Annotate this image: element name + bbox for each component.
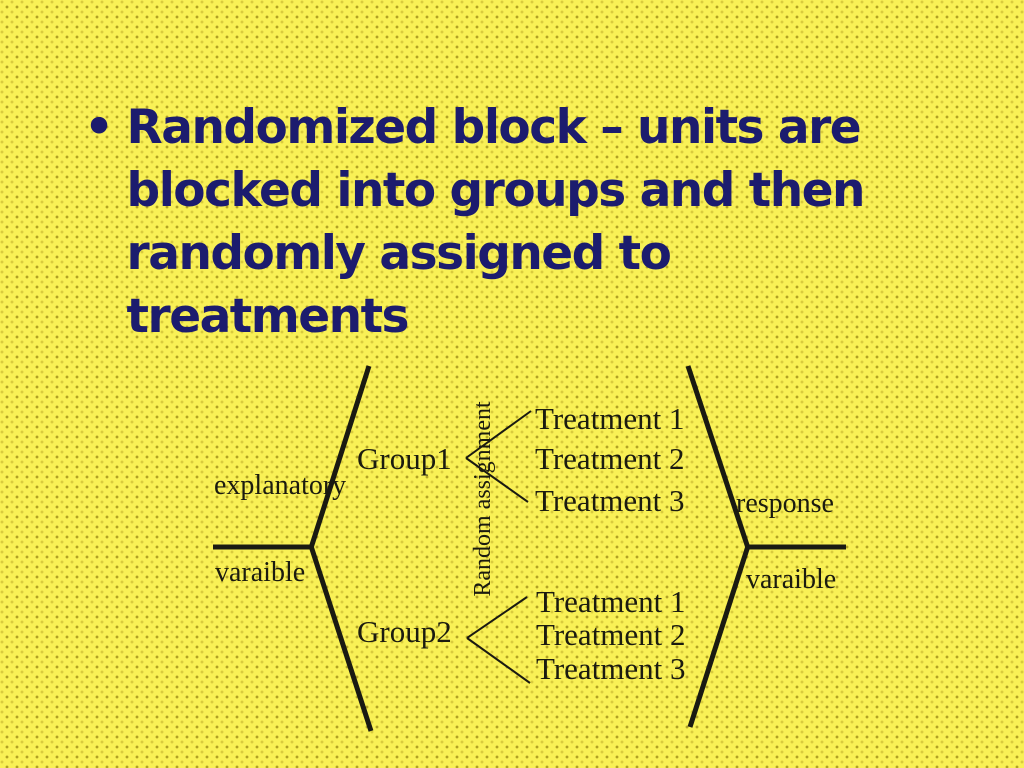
response-label: response [736, 488, 834, 519]
treatment-top-3-label: Treatment 3 [535, 483, 685, 518]
title-line-3: randomly assigned to [126, 226, 672, 281]
group1-label: Group1 [357, 441, 452, 476]
treatment-top-1-label: Treatment 1 [535, 401, 685, 436]
right-upper-diagonal-line [685, 365, 751, 549]
explanatory-variable-label: varaible [215, 557, 306, 588]
treatment-top-2-label: Treatment 2 [535, 441, 685, 476]
explanatory-label: explanatory [214, 470, 347, 501]
slide-title-text: Randomized block – units are blocked int… [127, 96, 954, 348]
bullet-icon: • [84, 100, 114, 155]
treatment-bottom-2-label: Treatment 2 [536, 617, 686, 652]
treatment-bottom-1-label: Treatment 1 [536, 584, 686, 619]
title-line-2: blocked into groups and then [126, 163, 866, 218]
group2-branch-lower-line [466, 637, 531, 684]
right-lower-diagonal-line [687, 545, 751, 728]
group2-branch-upper-line [466, 596, 528, 639]
title-line-1: Randomized block – units are [126, 100, 862, 155]
random-assignment-label: Random assignment [470, 401, 496, 597]
group2-label: Group2 [357, 614, 452, 649]
response-variable-label: varaible [746, 564, 837, 595]
treatment-bottom-3-label: Treatment 3 [536, 651, 686, 686]
slide-title: • Randomized block – units are blocked i… [84, 96, 954, 348]
title-line-4: treatments [126, 289, 410, 344]
